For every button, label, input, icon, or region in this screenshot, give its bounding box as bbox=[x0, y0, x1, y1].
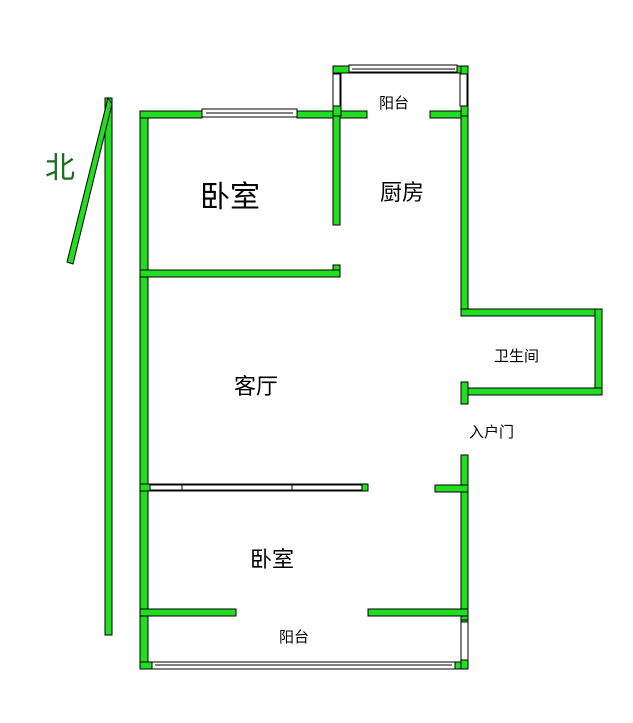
room-label-kitchen: 厨房 bbox=[380, 181, 424, 206]
walls bbox=[139, 65, 603, 670]
north-arrow bbox=[66, 96, 113, 636]
room-label-bedroom-bottom: 卧室 bbox=[250, 548, 294, 573]
room-label-living-room: 客厅 bbox=[234, 375, 278, 400]
room-label-balcony-bottom: 阳台 bbox=[279, 628, 309, 646]
room-label-entrance: 入户门 bbox=[469, 423, 514, 441]
room-label-balcony-top: 阳台 bbox=[379, 94, 409, 112]
room-label-bathroom: 卫生间 bbox=[494, 347, 539, 365]
windows bbox=[149, 64, 469, 670]
room-label-bedroom-top: 卧室 bbox=[200, 180, 260, 215]
north-label: 北 bbox=[45, 151, 75, 186]
